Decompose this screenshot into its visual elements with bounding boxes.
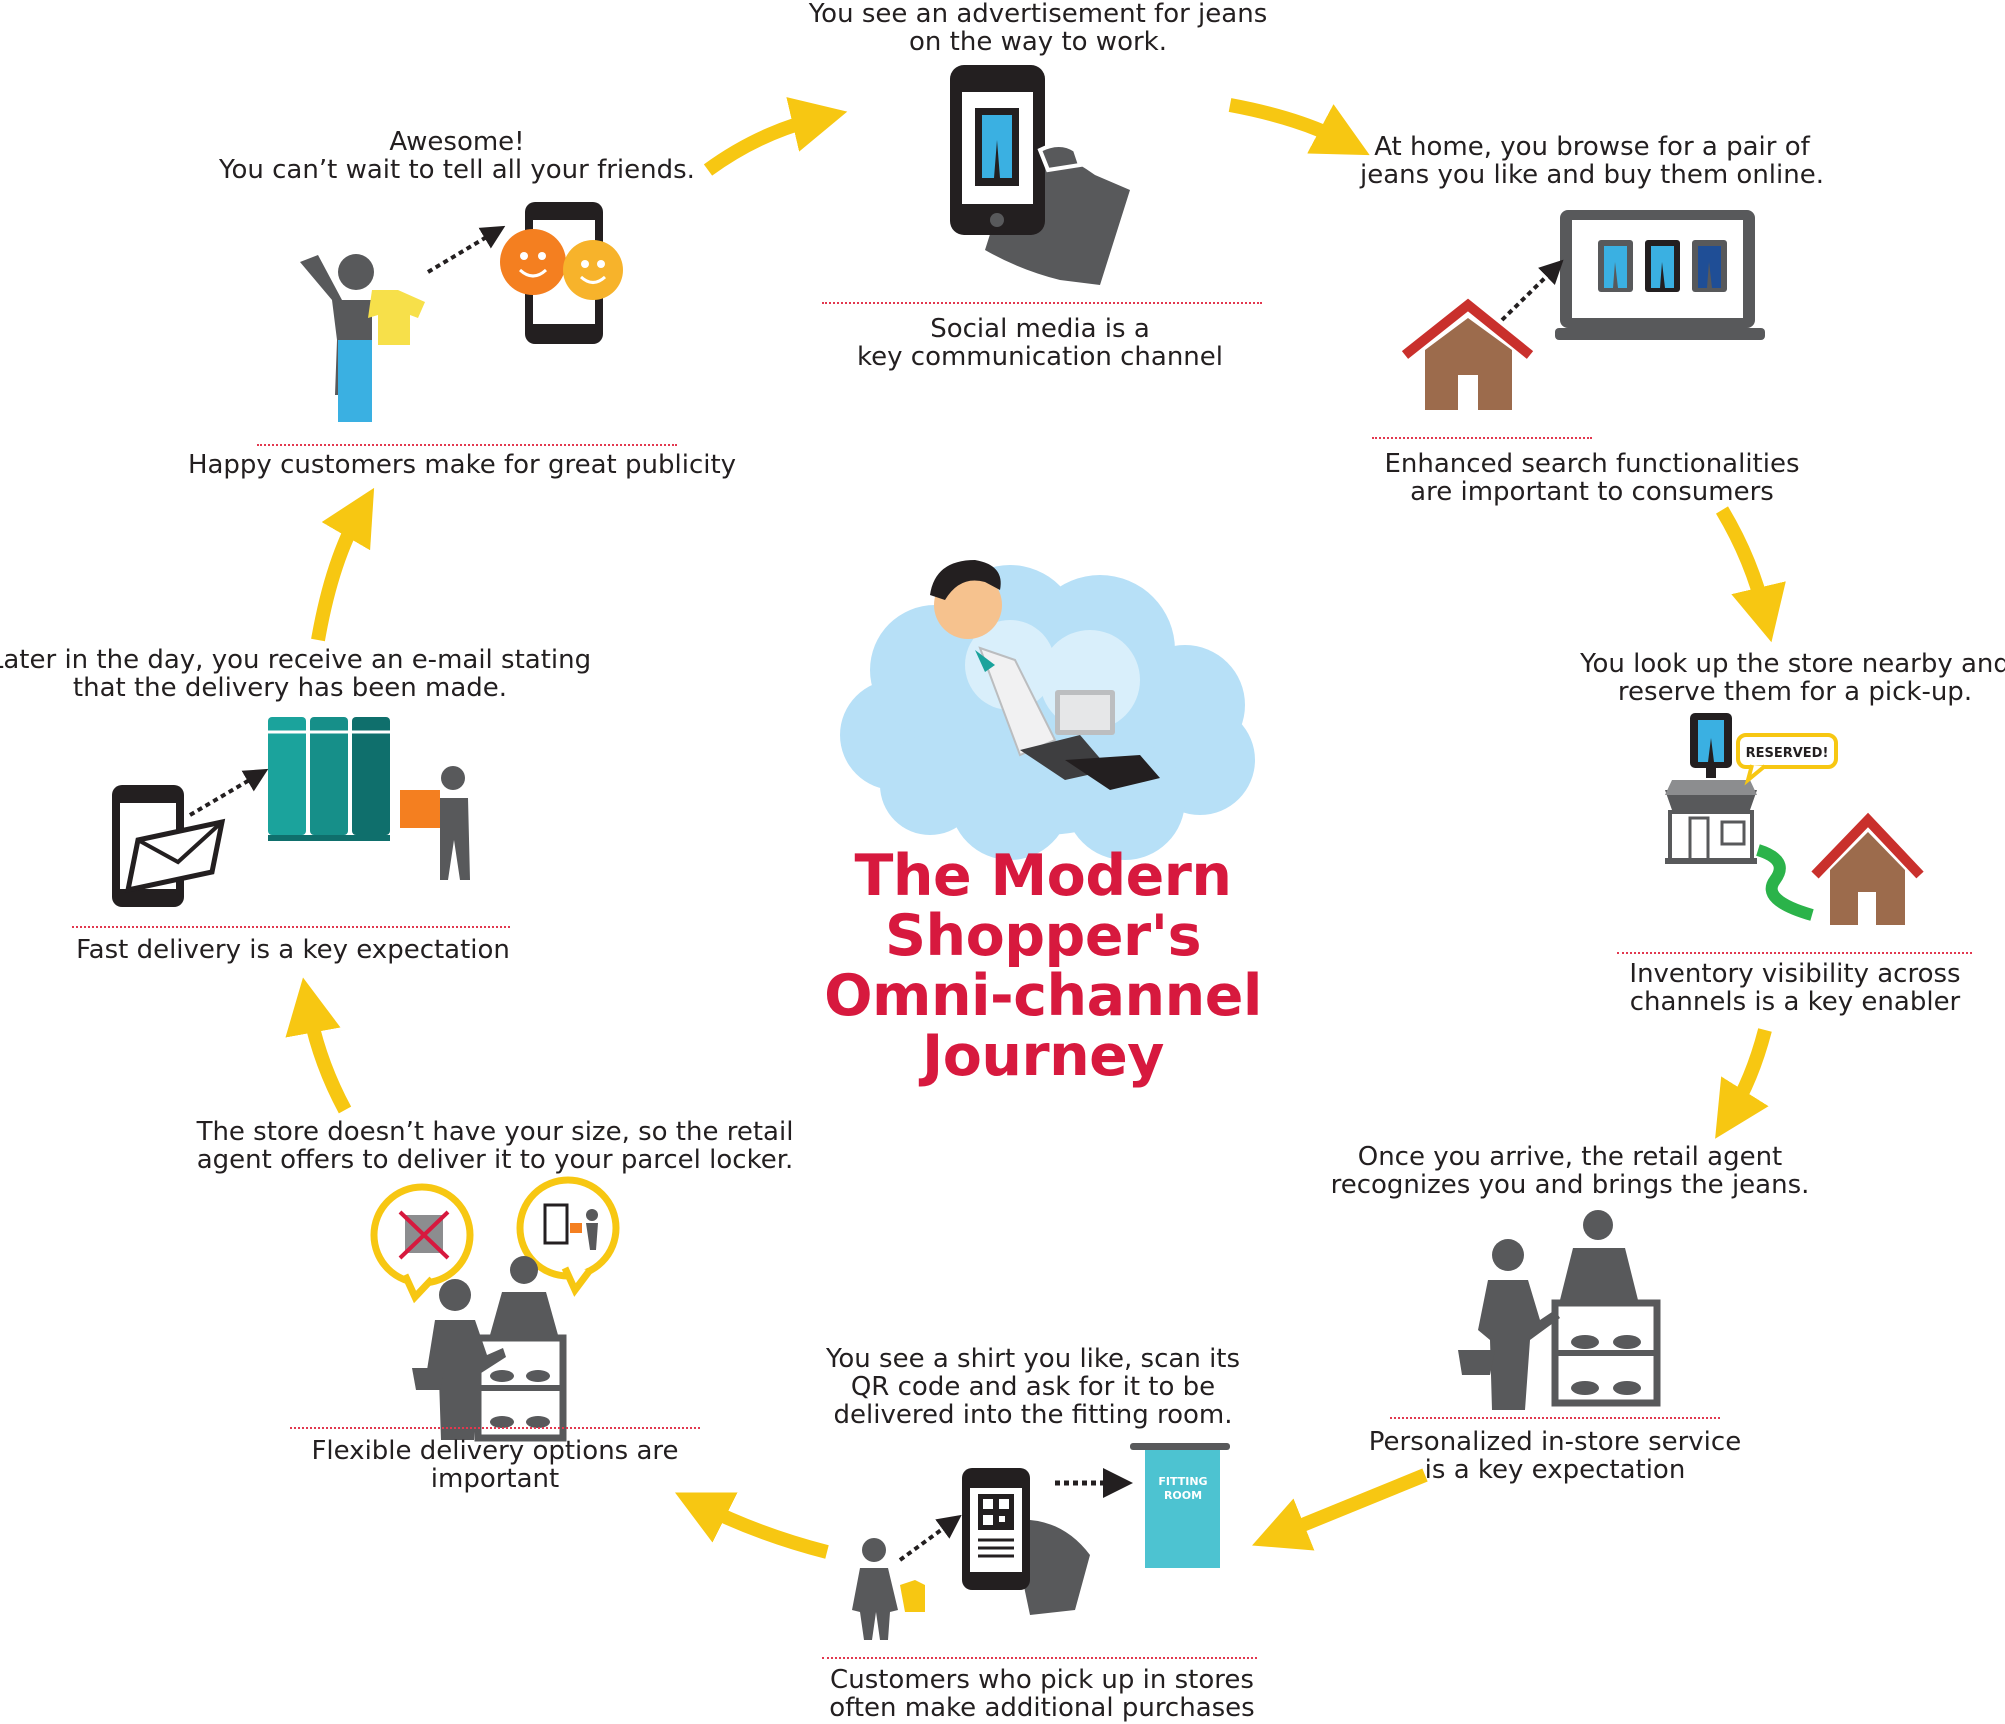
arrow-1-to-2 [1228, 98, 1370, 156]
step-insight-instore: Personalized in-store service is a key e… [1368, 1427, 1742, 1485]
step-insight-reserve: Inventory visibility across channels is … [1629, 959, 1961, 1017]
reserved-badge: RESERVED! [1746, 746, 1829, 761]
happy-customer-sharing-icon [300, 202, 623, 422]
divider-fitting [822, 1657, 1257, 1659]
title-line: Shopper's [884, 903, 1202, 969]
cloud-person-icon [840, 560, 1255, 860]
step-insight-social: Social media is a key communication chan… [857, 314, 1223, 372]
house-and-laptop-icon [1401, 210, 1765, 410]
store-delivery-options-icon [370, 1176, 620, 1442]
divider-publicity [257, 444, 677, 446]
step-insight-delivery: Fast delivery is a key expectation [76, 935, 510, 965]
title-line: Journey [922, 1023, 1164, 1089]
step-insight-publicity: Happy customers make for great publicity [187, 450, 737, 480]
arrow-7-to-8 [311, 487, 375, 642]
arrow-2-to-3 [1715, 506, 1786, 643]
divider-flexible [290, 1427, 700, 1429]
shopper-and-agent-icon [1458, 1210, 1661, 1410]
step-insight-online: Enhanced search functionalities are impo… [1384, 449, 1800, 507]
arrow-5-to-6 [674, 1492, 829, 1559]
step-insight-flexible: Flexible delivery options are important [311, 1436, 679, 1494]
step-caption-online: At home, you browse for a pair of jeans … [1360, 132, 1824, 190]
step-caption-flexible: The store doesn’t have your size, so the… [196, 1117, 794, 1175]
step-caption-delivery: Later in the day, you receive an e-mail … [0, 645, 592, 703]
arrow-4-to-5 [1252, 1468, 1428, 1551]
journey-title: The Modern Shopper's Omni-channel Journe… [824, 846, 1262, 1086]
step-caption-instore: Once you arrive, the retail agent recogn… [1330, 1142, 1810, 1200]
flow-arrows [285, 97, 1786, 1559]
fitting-room-label-line: ROOM [1164, 1489, 1202, 1502]
divider-social [822, 302, 1262, 304]
phone-in-hand-with-jeans-icon [950, 65, 1130, 285]
title-line: Omni-channel [824, 963, 1262, 1029]
step-caption-publicity: Awesome! You can’t wait to tell all your… [219, 127, 695, 185]
email-parcel-locker-icon [112, 717, 470, 907]
arrow-6-to-7 [285, 977, 352, 1114]
arrow-3-to-4 [1715, 1028, 1772, 1139]
step-caption-social: You see an advertisement for jeans on th… [808, 0, 1268, 57]
qr-scan-fitting-room-icon [852, 1443, 1230, 1640]
step-insight-fitting: Customers who pick up in stores often ma… [829, 1665, 1255, 1723]
title-line: The Modern [854, 843, 1232, 909]
arrow-8-to-1 [703, 97, 848, 176]
divider-instore [1390, 1417, 1720, 1419]
store-reserved-icon [1665, 713, 1924, 925]
divider-delivery [72, 926, 510, 928]
step-caption-fitting: You see a shirt you like, scan its QR co… [825, 1344, 1241, 1430]
divider-online [1372, 437, 1592, 439]
divider-reserve [1617, 952, 1972, 954]
fitting-room-label-line: FITTING [1158, 1475, 1207, 1488]
step-caption-reserve: You look up the store nearby and reserve… [1580, 649, 2005, 707]
